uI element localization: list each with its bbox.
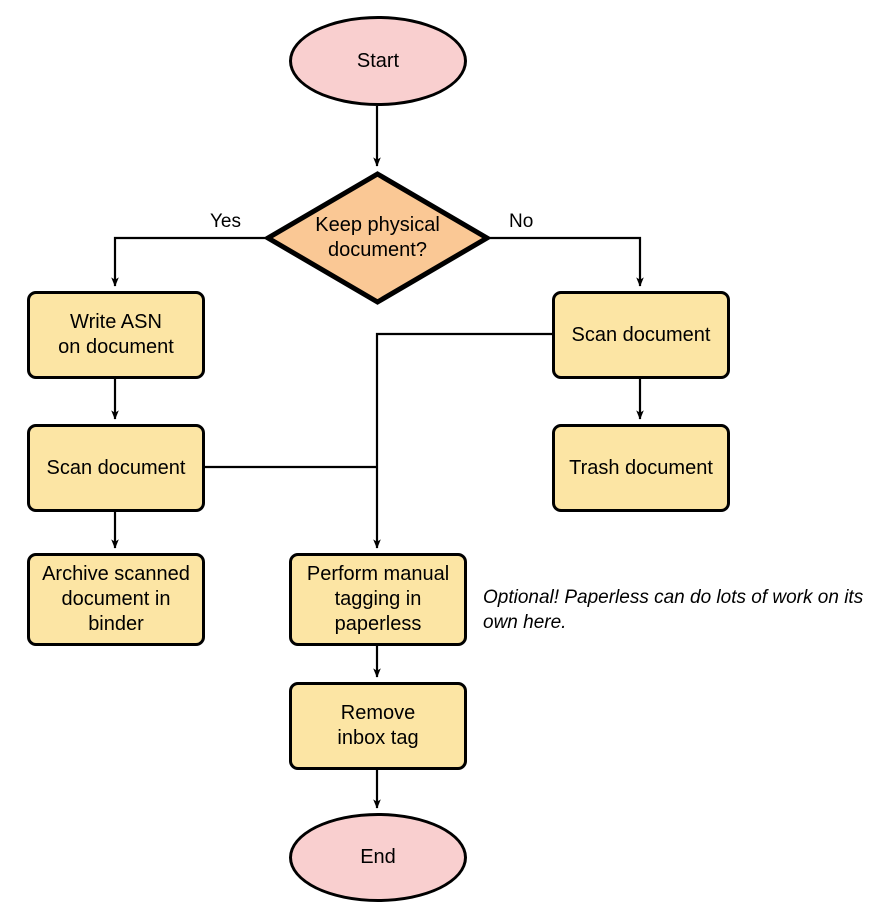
node-scan-document-left-label: Scan document <box>46 456 186 479</box>
node-scan-document-right[interactable]: Scan document <box>552 291 730 379</box>
node-scan-document-left[interactable]: Scan document <box>27 424 205 512</box>
node-start[interactable]: Start <box>289 16 467 106</box>
node-remove-inbox-tag-label: Remove inbox tag <box>337 702 419 749</box>
connector-decision-no <box>490 236 644 287</box>
node-archive-scanned-document-in-binder[interactable]: Archive scanned document in binder <box>27 553 205 646</box>
node-keep-physical-document[interactable]: Keep physical document? <box>265 171 490 305</box>
connector-scan-right-to-tagging <box>373 332 552 549</box>
node-remove-inbox-tag[interactable]: Remove inbox tag <box>289 682 467 770</box>
annotation-optional-note: Optional! Paperless can do lots of work … <box>483 587 864 633</box>
diamond-shape <box>265 171 490 305</box>
connector-decision-yes <box>111 236 265 287</box>
node-perform-manual-tagging-in-paperless-label: Perform manual tagging in paperless <box>306 563 450 635</box>
node-perform-manual-tagging-in-paperless[interactable]: Perform manual tagging in paperless <box>289 553 467 646</box>
node-archive-scanned-document-in-binder-label: Archive scanned document in binder <box>42 563 190 635</box>
node-trash-document[interactable]: Trash document <box>552 424 730 512</box>
edge-label-no: No <box>509 211 534 232</box>
node-write-asn-on-document-label: Write ASN on document <box>58 311 174 358</box>
node-write-asn-on-document[interactable]: Write ASN on document <box>27 291 205 379</box>
node-keep-physical-document-label: Keep physical document? <box>315 214 440 261</box>
node-end-label: End <box>360 846 396 868</box>
edge-label-yes: Yes <box>210 211 241 232</box>
node-start-label: Start <box>356 49 400 72</box>
node-trash-document-label: Trash document <box>569 456 713 479</box>
node-scan-document-right-label: Scan document <box>571 323 711 346</box>
node-end[interactable]: End <box>289 813 467 902</box>
